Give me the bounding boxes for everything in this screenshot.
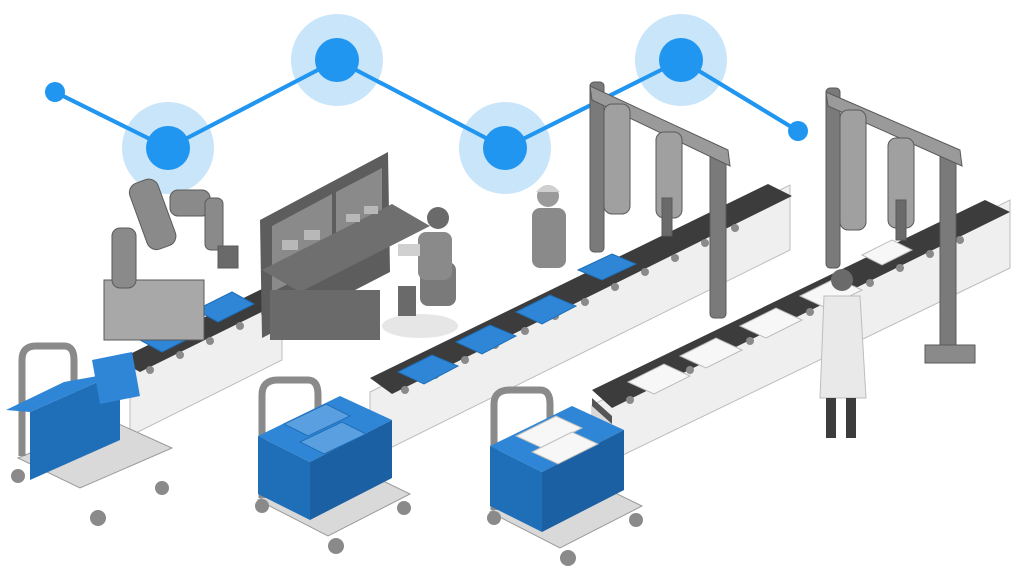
robot-arm-middle bbox=[589, 81, 731, 319]
cart-right bbox=[487, 386, 644, 566]
timeline-node-1 bbox=[146, 126, 190, 170]
control-console-icon bbox=[260, 152, 430, 340]
conveyor-middle bbox=[369, 184, 792, 459]
robot-arm-left bbox=[103, 178, 239, 341]
package-blue bbox=[396, 253, 638, 385]
timeline-node-2 bbox=[315, 38, 359, 82]
timeline-node-3 bbox=[483, 126, 527, 170]
timeline-node-end bbox=[788, 121, 808, 141]
timeline-node-start bbox=[45, 82, 65, 102]
cart-middle bbox=[255, 376, 412, 554]
timeline-node-4 bbox=[659, 38, 703, 82]
operator-icon bbox=[382, 207, 458, 338]
worker-icon bbox=[532, 185, 566, 268]
robot-arm-right bbox=[825, 87, 976, 364]
process-timeline bbox=[45, 14, 808, 194]
cart-left bbox=[6, 342, 174, 526]
technician-icon bbox=[819, 269, 867, 438]
